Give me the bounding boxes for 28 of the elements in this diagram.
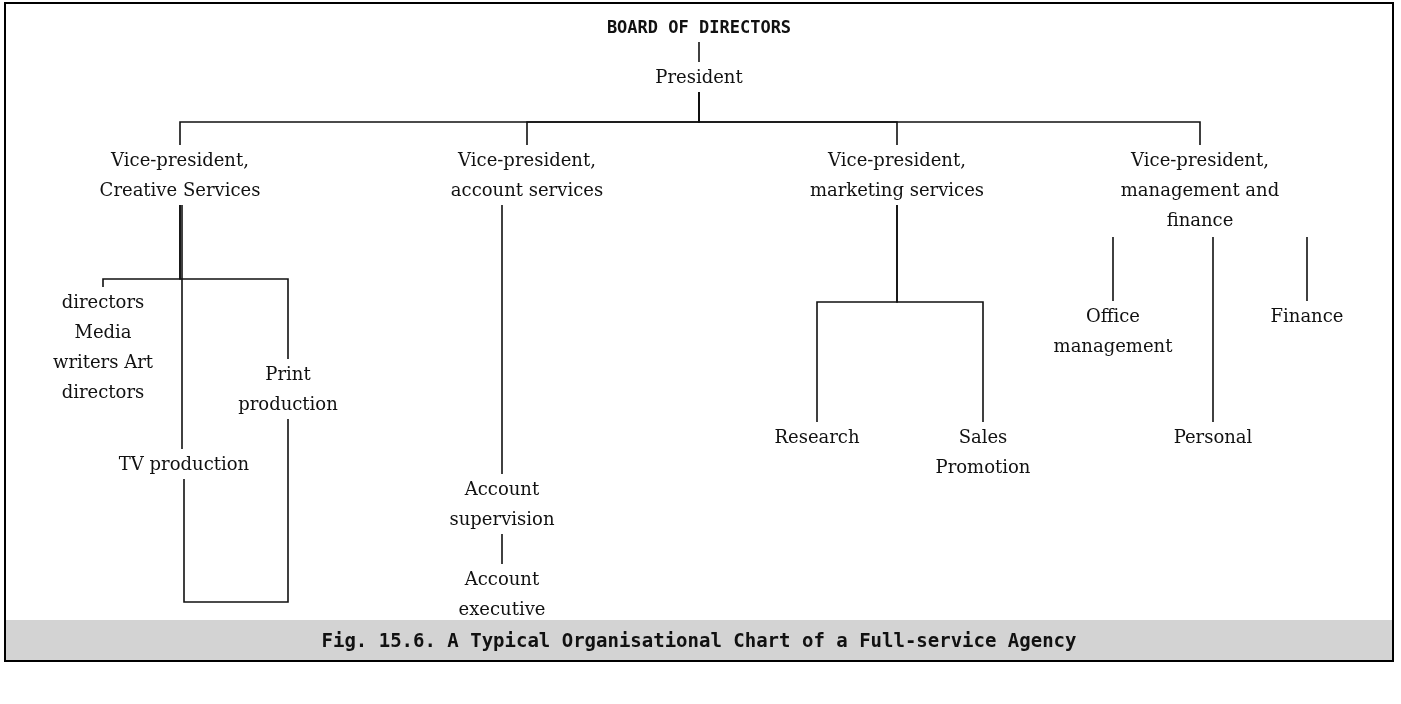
position-label: Personal (1172, 425, 1254, 449)
position-label: Research (773, 425, 861, 449)
org-unit-heading: BOARD OF DIRECTORS (605, 16, 793, 39)
position-label: Vice-president, account services (449, 148, 605, 202)
position-label: Sales Promotion (934, 425, 1032, 479)
position-label: Office management (1052, 304, 1174, 358)
connector-line (183, 418, 289, 603)
position-label: Vice-president, marketing services (808, 148, 986, 202)
position-label: Print production (237, 362, 339, 416)
connector-line (896, 204, 984, 423)
connector-line (501, 204, 503, 475)
position-label: Account supervision (448, 477, 556, 531)
connector-line (1212, 236, 1214, 423)
position-label: Vice-president, management and finance (1119, 148, 1281, 232)
connector-line (1112, 236, 1114, 302)
connector-line (181, 204, 183, 450)
connector-line (1306, 236, 1308, 302)
connector-line (698, 41, 700, 63)
position-label: Account executive (457, 567, 547, 621)
position-label: Finance (1269, 304, 1345, 328)
connector-line (179, 204, 289, 360)
figure-caption: Fig. 15.6. A Typical Organisational Chart of a Full-service Agency (321, 629, 1077, 651)
position-label: Vice-president, Creative Services (98, 148, 262, 202)
position-label: President (654, 65, 744, 89)
position-label: TV production (117, 452, 251, 476)
connector-line (698, 91, 1201, 146)
connector-line (501, 533, 503, 565)
position-label: directors Media writers Art directors (51, 290, 155, 404)
